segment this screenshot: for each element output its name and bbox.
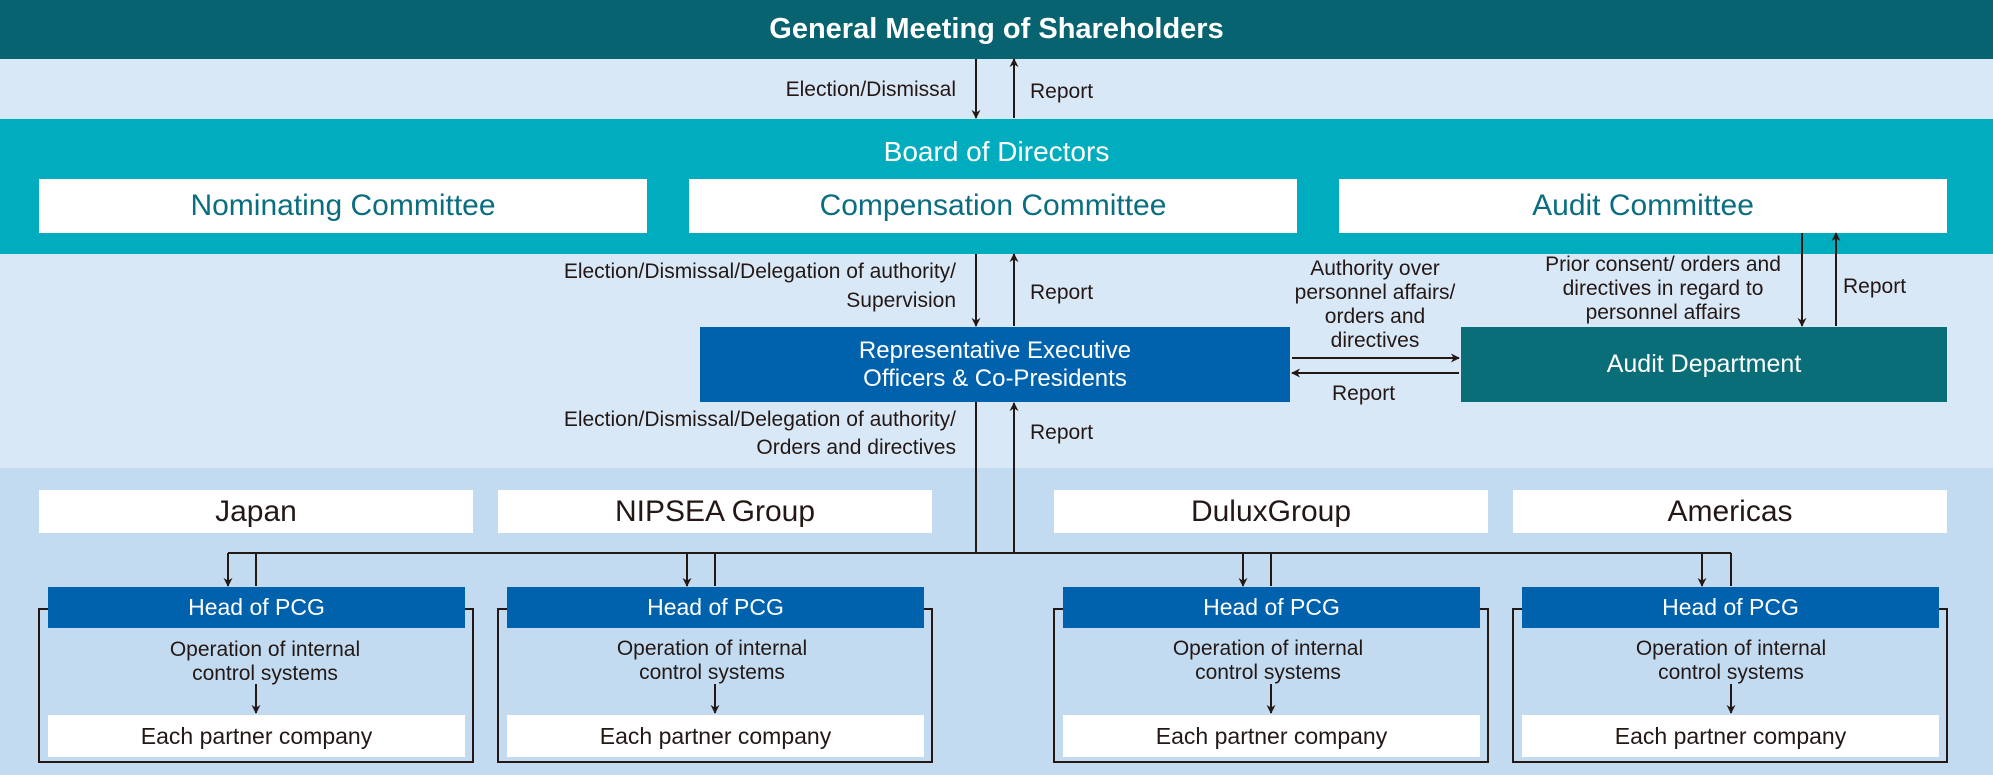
label-board-to-exec: Election/Dismissal/Delegation of authori… [563,260,956,312]
label-election-dismissal-top: Election/Dismissal [785,78,956,101]
compensation-committee-label: Compensation Committee [819,189,1167,222]
label-prior-consent: Prior consent/ orders and directives in … [1545,253,1781,324]
region-japan-label: Japan [215,494,297,528]
region-americas-label: Americas [1667,494,1793,528]
operation-line2: control systems [1658,661,1804,684]
operation-line1: Operation of internal [1635,637,1827,660]
nominating-committee: Nominating Committee [39,179,647,233]
partner-americas: Each partner company [1522,715,1939,757]
partner-dulux: Each partner company [1063,715,1480,757]
region-dulux: DuluxGroup [1054,490,1488,533]
label-report-regions: Report [1030,421,1094,444]
head-pcg-americas-label: Head of PCG [1662,594,1799,620]
partner-americas-label: Each partner company [1614,722,1847,749]
region-nipsea: NIPSEA Group [498,490,932,533]
region-americas: Americas [1513,490,1947,533]
region-nipsea-label: NIPSEA Group [614,494,816,528]
operation-line1: Operation of internal [1172,637,1364,660]
operation-text-dulux: Operation of internal control systems [1128,637,1408,685]
operation-line1: Operation of internal [616,637,808,660]
operation-line2: control systems [192,662,338,685]
partner-japan: Each partner company [48,715,465,757]
light-band-upper [0,59,1993,119]
label-authority-personnel: Authority over personnel affairs/ orders… [1294,257,1456,352]
operation-line1: Operation of internal [169,638,361,661]
partner-japan-label: Each partner company [140,722,373,749]
partner-nipsea: Each partner company [507,715,924,757]
executive-line2: Officers & Co-Presidents [863,364,1127,392]
operation-text-americas: Operation of internal control systems [1591,637,1871,685]
label-exec-to-regions: Election/Dismissal/Delegation of authori… [563,408,956,459]
audit-committee-label: Audit Committee [1532,189,1754,222]
partner-nipsea-label: Each partner company [599,722,832,749]
head-pcg-dulux-label: Head of PCG [1203,594,1340,620]
nominating-committee-label: Nominating Committee [190,189,496,222]
label-report-board: Report [1030,281,1094,304]
head-pcg-nipsea-label: Head of PCG [647,594,784,620]
audit-department-label: Audit Department [1606,350,1802,378]
head-pcg-nipsea: Head of PCG [507,587,924,628]
head-pcg-americas: Head of PCG [1522,587,1939,628]
executive-officers-box: Representative Executive Officers & Co-P… [700,327,1290,402]
board-title-text: Board of Directors [883,136,1110,167]
label-report-audit-dept: Report [1843,275,1907,298]
partner-dulux-label: Each partner company [1155,722,1388,749]
region-japan: Japan [39,490,473,533]
head-pcg-japan-label: Head of PCG [188,594,325,620]
compensation-committee: Compensation Committee [689,179,1297,233]
operation-line2: control systems [639,661,785,684]
head-pcg-japan: Head of PCG [48,587,465,628]
executive-line1: Representative Executive [858,336,1132,364]
operation-text-japan: Operation of internal control systems [125,638,405,686]
shareholders-title: General Meeting of Shareholders [0,0,1993,59]
operation-text-nipsea: Operation of internal control systems [572,637,852,685]
label-report-top: Report [1030,80,1094,103]
region-dulux-label: DuluxGroup [1190,494,1352,528]
operation-line2: control systems [1195,661,1341,684]
board-title: Board of Directors [0,134,1993,170]
shareholders-title-text: General Meeting of Shareholders [769,13,1224,45]
top-band [0,0,1993,59]
audit-committee: Audit Committee [1339,179,1947,233]
audit-department-box: Audit Department [1461,327,1947,402]
head-pcg-dulux: Head of PCG [1063,587,1480,628]
label-report-audit-to-exec: Report [1332,382,1396,405]
